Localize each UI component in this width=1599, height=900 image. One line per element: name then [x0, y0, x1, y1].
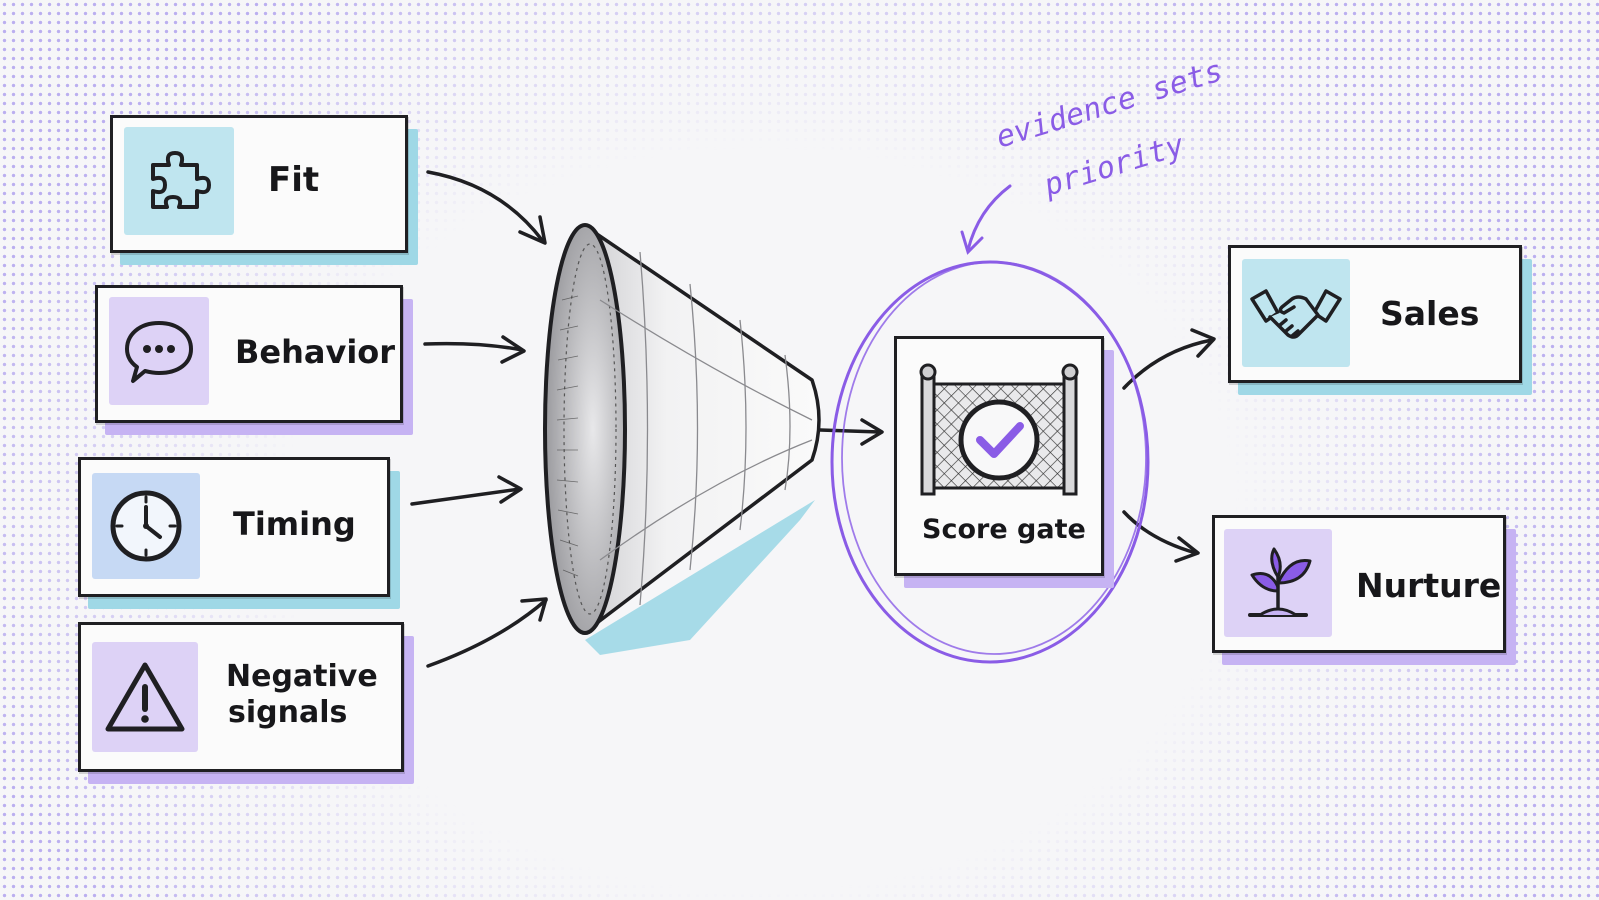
chat-bubble-icon [125, 321, 193, 383]
card-label: Timing [233, 505, 356, 543]
arrow-fit [426, 170, 544, 242]
card-label: Fit [268, 160, 320, 200]
card-label: Behavior [235, 333, 396, 371]
input-card-timing: Timing [78, 457, 400, 609]
handshake-icon [1250, 289, 1342, 339]
gate-label: Score gate [922, 514, 1086, 545]
arrow-sales [1122, 338, 1214, 390]
icon-tile [92, 473, 200, 579]
icon-tile [1242, 259, 1350, 367]
clock-icon [110, 490, 182, 562]
funnel-shadow [585, 500, 815, 655]
output-card-sales: Sales [1228, 245, 1532, 395]
icon-tile [124, 127, 234, 235]
highlight-circle [830, 260, 1150, 664]
arrow-behavior [423, 341, 524, 352]
icon-tile [109, 297, 209, 405]
arrow-nurture [1122, 510, 1198, 555]
gate-check-icon [919, 363, 1079, 496]
card-label-line2: signals [228, 695, 348, 730]
card-label-line1: Negative [226, 659, 378, 694]
warning-icon [105, 662, 185, 732]
annotation-arrow [960, 184, 1012, 255]
sprout-icon [1248, 547, 1312, 617]
input-card-behavior: Behavior [95, 285, 413, 435]
input-card-fit: Fit [110, 115, 418, 265]
icon-tile [1224, 529, 1332, 637]
icon-tile [92, 642, 198, 752]
arrow-timing [410, 487, 522, 506]
card-label: Sales [1380, 294, 1480, 333]
input-card-negative-signals: Negative signals [78, 622, 414, 784]
score-gate-card: Score gate [894, 336, 1114, 588]
card-label: Nurture [1356, 566, 1502, 605]
arrow-funnel-gate [818, 428, 882, 434]
arrow-negative [426, 598, 548, 668]
puzzle-icon [151, 151, 211, 209]
funnel-icon [543, 223, 821, 635]
output-card-nurture: Nurture [1212, 515, 1516, 665]
